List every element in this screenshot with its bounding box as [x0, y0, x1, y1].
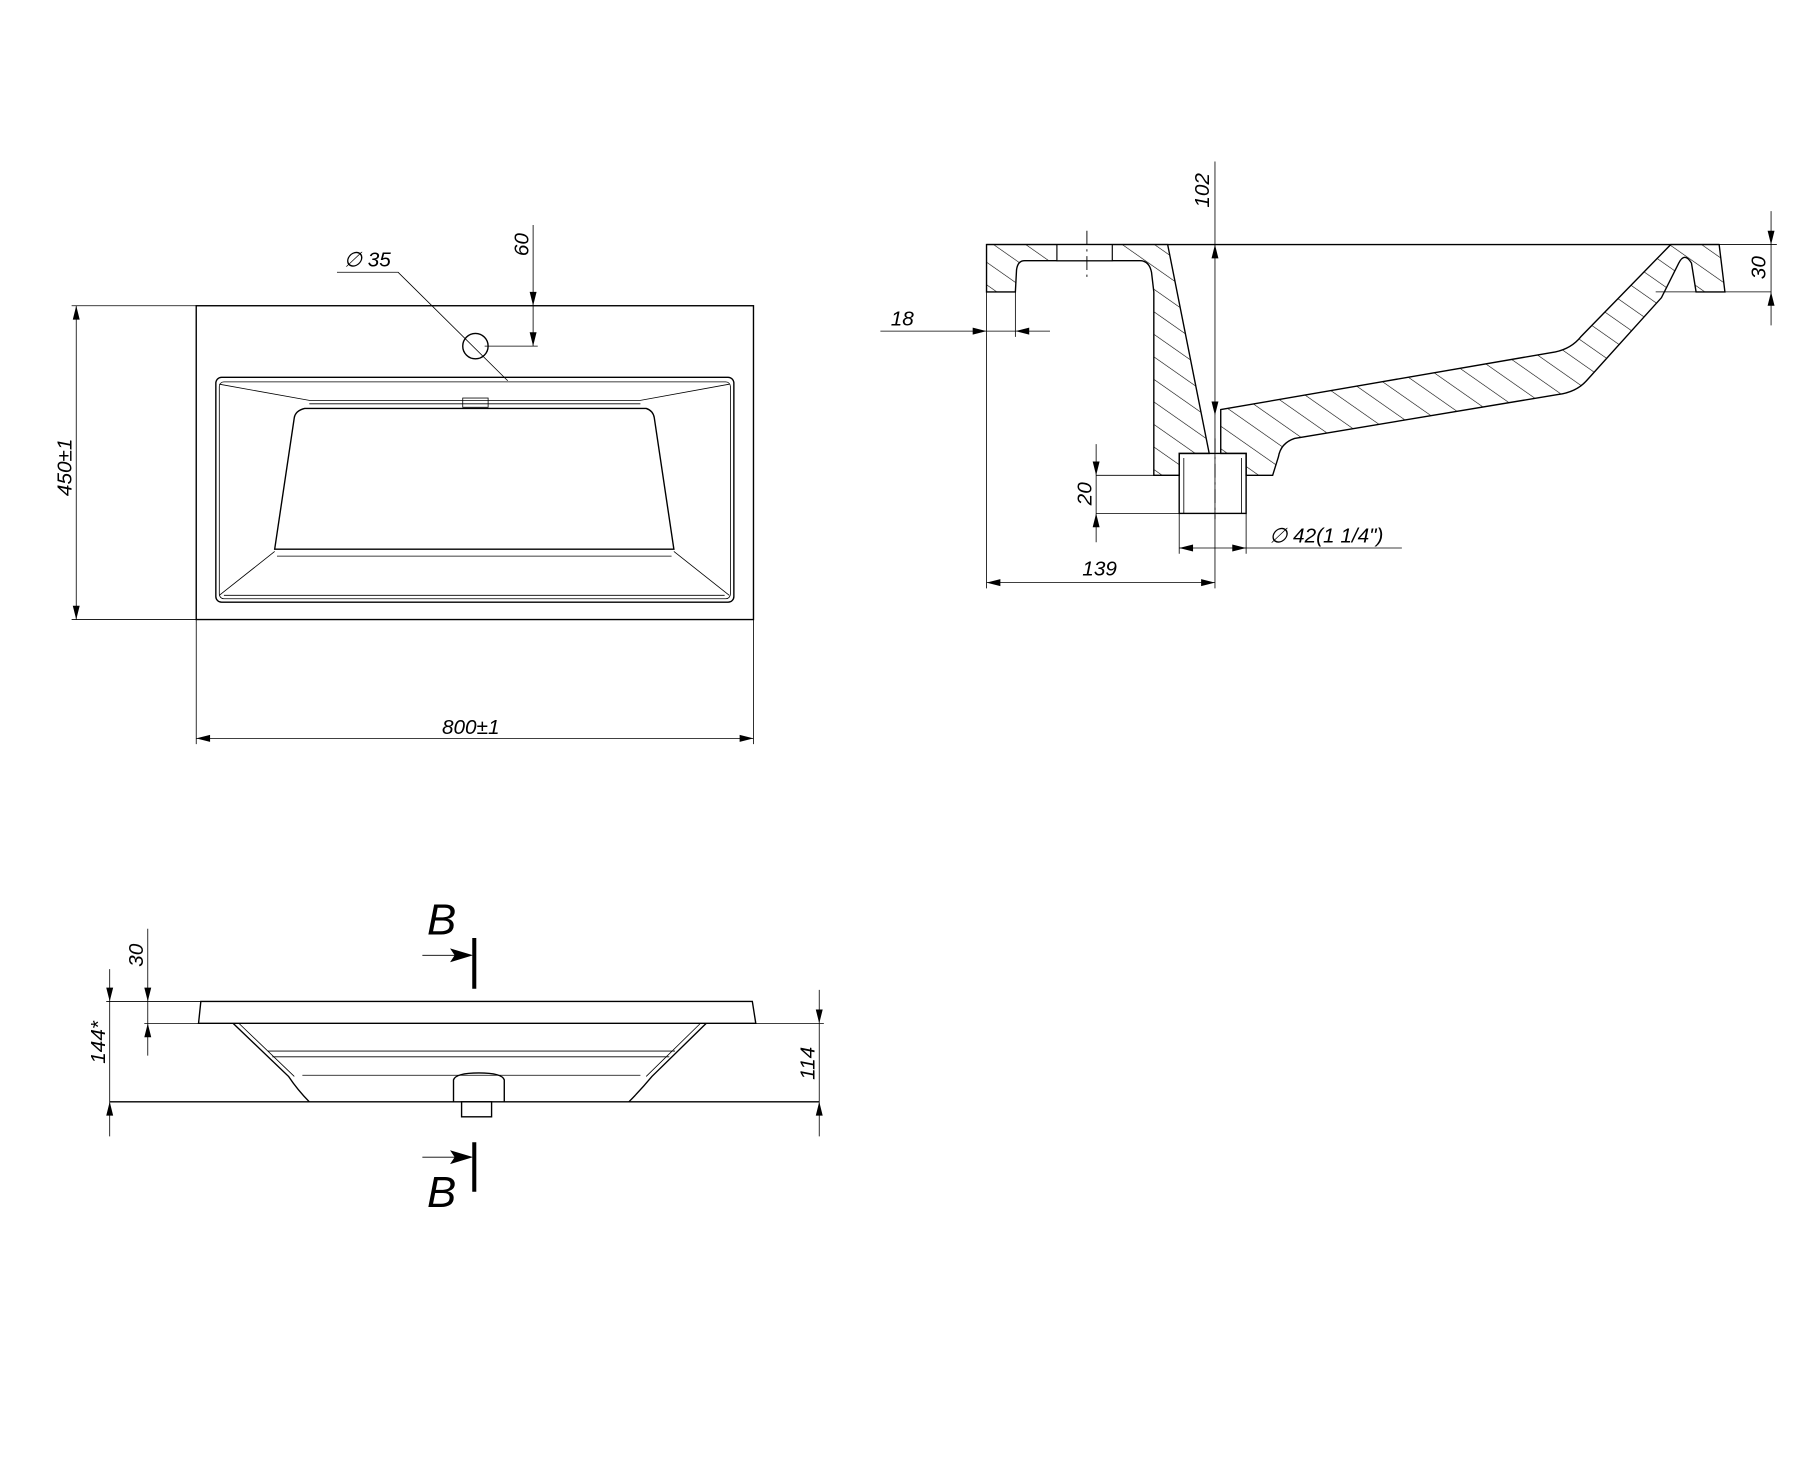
section-view: 18 102 30 20 ∅ 42(1 1/4") 139: [880, 161, 1777, 589]
basin-outline: [195, 305, 755, 621]
section-mark-top: B: [427, 896, 456, 945]
dim-arrow: [144, 987, 152, 1038]
front-view: B B 30 144* 114: [87, 896, 824, 1217]
overflow-slot: [462, 397, 489, 408]
wall-label: 18: [891, 307, 915, 330]
drain-boss: [452, 1072, 505, 1102]
depth-label: 450±1: [54, 439, 77, 497]
section-mark-bottom: B: [427, 1168, 456, 1217]
dim-arrow: [1092, 461, 1100, 528]
faucet-hole: [462, 332, 489, 360]
hole-offset-dim-line: [484, 224, 538, 347]
drain-height-label: 20: [1074, 482, 1097, 507]
bowl-height-label: 114: [797, 1047, 820, 1080]
front-rim-label: 30: [125, 943, 148, 967]
drain-thread: [1183, 458, 1242, 514]
bowl-rim: [215, 376, 735, 603]
width-dim-line: [195, 619, 754, 745]
bowl-depth-label: 102: [1191, 173, 1214, 208]
top-view: ∅ 35 60 450±1 800±1: [54, 224, 755, 745]
bowl-rim-inner: [218, 381, 731, 600]
drain-offset-label: 139: [1082, 558, 1117, 581]
total-height-label: 144*: [87, 1020, 110, 1064]
centerline: [1086, 230, 1216, 520]
depth-dim-line: [71, 305, 197, 620]
bowl-side-inner: [238, 1023, 701, 1077]
dim-arrow: [1179, 544, 1247, 552]
bowl-side-profile: [232, 1022, 707, 1103]
section-arrow-icon: [450, 948, 474, 1165]
rim-dim-line: [1719, 211, 1777, 326]
drain-diameter-dim-line: [1178, 513, 1402, 554]
left-wall-section: [985, 243, 1211, 477]
wall-dim-line: [880, 291, 1050, 589]
rim-label: 30: [1747, 256, 1770, 280]
bowl-step-lines: [267, 1050, 676, 1076]
drain-outlet: [460, 1101, 493, 1118]
section-arrow-shaft: [422, 954, 468, 1158]
width-label: 800±1: [442, 716, 500, 739]
bowl-front-slope: [219, 551, 730, 596]
dim-arrow: [529, 291, 537, 347]
bowl-upper-slope: [219, 383, 730, 401]
rim-dim-line: [106, 928, 201, 1056]
hole-diameter-label: ∅ 35: [344, 249, 391, 272]
faucet-hole-section: [1056, 244, 1113, 262]
drain-diameter-label: ∅ 42(1 1/4"): [1269, 524, 1383, 547]
dim-arrow: [972, 327, 1030, 335]
bowl-bottom-section: [1220, 243, 1726, 477]
hole-offset-label: 60: [511, 233, 534, 257]
hole-diameter-leader: [336, 271, 509, 382]
drain-pipe-section: [1178, 452, 1247, 515]
bowl-floor: [273, 407, 675, 550]
countertop-slab: [197, 1000, 757, 1025]
